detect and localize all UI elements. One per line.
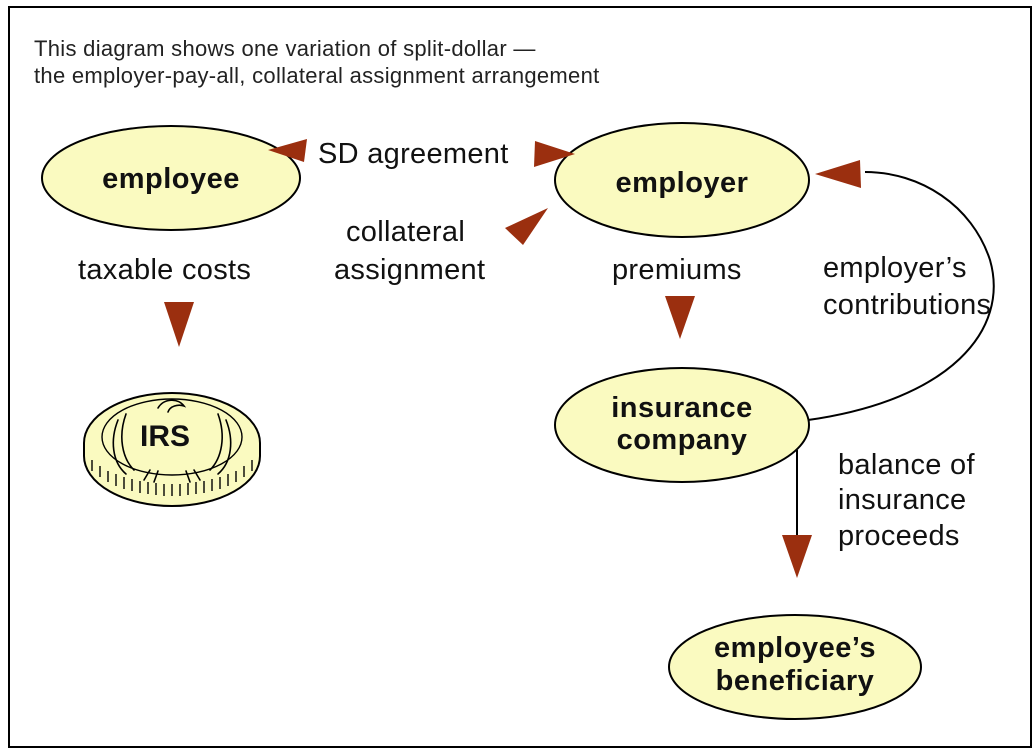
premiums-label: premiums — [612, 254, 742, 286]
collateral-label-line-2: assignment — [334, 254, 485, 286]
arrow-premiums — [665, 296, 695, 339]
irs-coin-icon: IRS — [83, 392, 261, 507]
insurance-label-line-1: insurance — [611, 392, 753, 424]
beneficiary-node: employee’s beneficiary — [668, 614, 922, 720]
arrow-to-employer — [534, 141, 575, 167]
arrowheads — [164, 139, 861, 578]
employee-node: employee — [41, 125, 301, 231]
insurance-company-node: insurance company — [554, 367, 810, 483]
arrow-collateral — [505, 208, 548, 245]
employee-label: employee — [102, 163, 240, 195]
contributions-label-line-2: contributions — [823, 289, 991, 321]
arrow-to-employee — [268, 139, 307, 162]
arrow-proceeds — [782, 535, 812, 578]
eagle-icon — [112, 399, 232, 483]
collateral-label-line-1: collateral — [346, 216, 465, 248]
caption-line-2: the employer-pay-all, collateral assignm… — [34, 63, 600, 88]
insurance-label-line-2: company — [617, 424, 748, 456]
balance-label-line-2: insurance — [838, 484, 966, 516]
irs-label: IRS — [140, 420, 190, 453]
connector-lines — [796, 171, 995, 538]
diagram-caption: This diagram shows one variation of spli… — [34, 35, 600, 89]
taxable-costs-label: taxable costs — [78, 254, 251, 286]
beneficiary-label-line-2: beneficiary — [716, 665, 875, 697]
beneficiary-label-line-1: employee’s — [714, 632, 876, 664]
sd-agreement-label: SD agreement — [318, 138, 509, 170]
arrow-taxable-costs — [164, 302, 194, 347]
balance-label-line-3: proceeds — [838, 520, 960, 552]
employer-label: employer — [616, 167, 749, 199]
caption-line-1: This diagram shows one variation of spli… — [34, 36, 536, 61]
employer-node: employer — [554, 122, 810, 238]
balance-label-line-1: balance of — [838, 449, 975, 481]
contributions-label-line-1: employer’s — [823, 252, 967, 284]
arrow-to-employer-contributions — [815, 160, 861, 188]
contributions-curve — [807, 171, 995, 421]
